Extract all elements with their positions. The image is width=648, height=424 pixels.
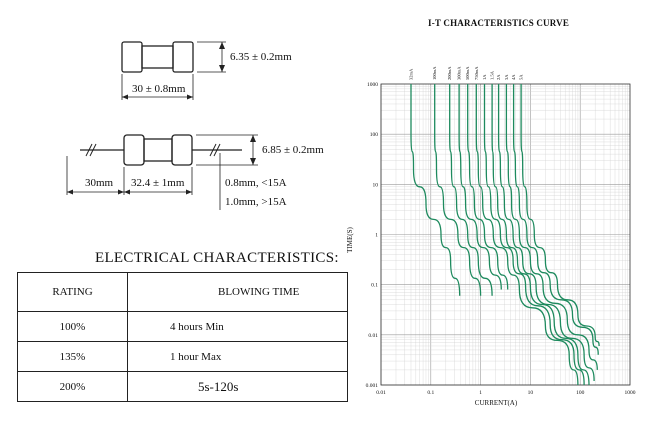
table-row: 200% 5s-120s xyxy=(17,371,348,402)
x-tick-label: 10 xyxy=(528,390,534,396)
y-tick-label: 10 xyxy=(373,182,379,188)
curve-32mA xyxy=(410,83,461,296)
electrical-table: RATING BLOWING TIME 100% 4 hours Min 135… xyxy=(17,272,348,402)
rating-cell: 200% xyxy=(17,371,128,402)
curve-750mA xyxy=(475,84,579,386)
blowing-time-header: BLOWING TIME xyxy=(127,272,348,312)
body-length-label: 32.4 ± 1mm xyxy=(131,177,185,189)
curve-label: 1.5A xyxy=(490,70,495,80)
x-tick-label: 1000 xyxy=(625,390,636,396)
curve-4A xyxy=(512,83,599,355)
lead-note-large: 1.0mm, >15A xyxy=(225,196,287,208)
table-row: 135% 1 hour Max xyxy=(17,341,348,372)
fuse-drawings xyxy=(66,41,258,210)
lead-length-label: 30mm xyxy=(85,177,114,189)
table-header-row: RATING BLOWING TIME xyxy=(17,272,348,312)
lead-note-small: 0.8mm, <15A xyxy=(225,177,287,189)
x-tick-label: 0.1 xyxy=(427,390,434,396)
leaded-diameter-label: 6.85 ± 0.2mm xyxy=(262,144,324,156)
curve-label: 500mA xyxy=(465,66,470,80)
leaded-fuse-drawing xyxy=(66,134,258,210)
curve-label: 2A xyxy=(496,74,501,80)
y-tick-label: 1 xyxy=(375,233,378,239)
x-tick-label: 100 xyxy=(576,390,585,396)
curve-500mA xyxy=(467,83,509,290)
chart-title: I-T CHARACTERISTICS CURVE xyxy=(428,18,570,28)
curve-2A xyxy=(497,84,595,382)
table-row: 100% 4 hours Min xyxy=(17,311,348,342)
curve-100mA xyxy=(434,84,482,296)
x-axis-label: CURRENT(A) xyxy=(475,399,518,407)
top-diameter-label: 6.35 ± 0.2mm xyxy=(230,51,292,63)
curve-label: 100mA xyxy=(432,66,437,80)
y-tick-label: 0.001 xyxy=(366,383,379,389)
x-tick-label: 0.01 xyxy=(376,390,386,396)
curve-3A xyxy=(505,84,598,370)
electrical-title: ELECTRICAL CHARACTERISTICS: xyxy=(95,250,339,266)
curve-200mA xyxy=(449,84,493,296)
plot-frame xyxy=(380,83,631,386)
y-tick-label: 100 xyxy=(370,132,379,138)
curve-300mA xyxy=(458,84,502,290)
y-tick-label: 0.01 xyxy=(368,333,378,339)
curve-label: 3A xyxy=(504,74,509,80)
curve-label: 300mA xyxy=(457,66,462,80)
curve-label: 5A xyxy=(519,74,524,80)
rating-header: RATING xyxy=(17,272,128,312)
cartridge-fuse-drawing xyxy=(121,41,226,100)
curve-label: 750mA xyxy=(474,66,479,80)
top-length-label: 30 ± 0.8mm xyxy=(132,83,186,95)
y-axis-label: TIME(S) xyxy=(346,227,354,253)
x-tick-label: 1 xyxy=(479,390,482,396)
time-cell: 5s-120s xyxy=(127,371,348,402)
curve-label: 200mA xyxy=(447,66,452,80)
curve-5A xyxy=(520,84,600,347)
y-tick-label: 0.1 xyxy=(371,283,378,289)
curve-1.5A xyxy=(491,84,590,386)
curve-label: 1A xyxy=(482,74,487,80)
curve-label: 4A xyxy=(511,74,516,80)
y-tick-label: 1000 xyxy=(367,82,378,88)
curve-1A xyxy=(483,84,585,386)
curve-label: 32mA xyxy=(409,68,414,80)
